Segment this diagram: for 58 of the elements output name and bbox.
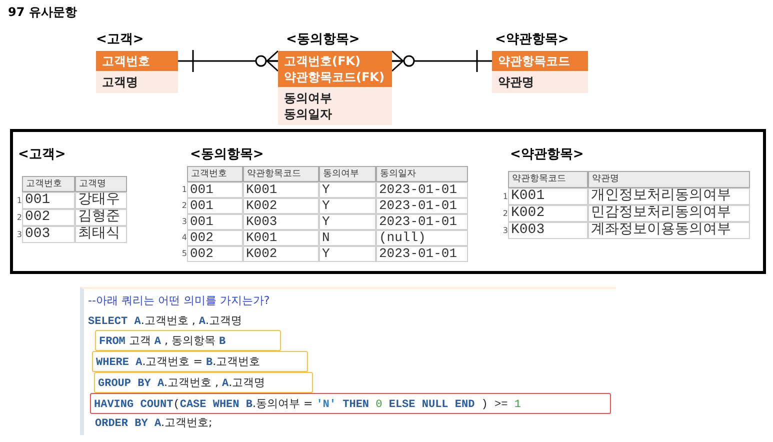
table-cell: 002 [187, 230, 243, 246]
table-cell: K003 [508, 222, 588, 239]
table-cell: K001 [243, 230, 319, 246]
table-cell: 개인정보처리동의여부 [588, 188, 750, 205]
table-cell: 2023-01-01 [376, 198, 468, 214]
key-attribute-cell: 고객번호 [96, 51, 178, 71]
attribute-cell: 동의여부 동의일자 [278, 87, 392, 125]
header-cell: 약관항목코드 [243, 166, 319, 182]
table-cell: K002 [243, 198, 319, 214]
table-cell: K002 [508, 205, 588, 222]
header-cell: 고객번호 [22, 176, 75, 192]
relationship-line [391, 49, 492, 73]
header-cell: 고객명 [75, 176, 127, 192]
code-comment: --아래 쿼리는 어떤 의미를 가지는가? [88, 293, 270, 308]
table-cell: 민감정보처리동의여부 [588, 205, 750, 222]
table-cell: Y [319, 214, 376, 230]
table-cell: (null) [376, 230, 468, 246]
table-heading: <동의항목> [190, 146, 264, 163]
key-attribute-cell: 고객번호(FK) 약관항목코드(FK) [278, 51, 392, 87]
table-cell: 2023-01-01 [376, 182, 468, 198]
code-line: SELECT A.고객번호 , A.고객명 [88, 313, 242, 330]
header-cell: 동의일자 [376, 166, 468, 182]
table-cell: 001 [187, 198, 243, 214]
header-cell: 고객번호 [187, 166, 243, 182]
table-cell: 001 [22, 192, 75, 209]
table-cell: 김형준 [75, 209, 127, 226]
table-cell: Y [319, 182, 376, 198]
table-cell: 002 [22, 209, 75, 226]
table-cell: 2023-01-01 [376, 214, 468, 230]
table-cell: K001 [508, 188, 588, 205]
table-cell: Y [319, 198, 376, 214]
table-cell: Y [319, 246, 376, 262]
entity-heading: <약관항목> [494, 31, 570, 49]
table-cell: 계좌정보이용동의여부 [588, 222, 750, 239]
entity-heading: <동의항목> [285, 31, 361, 49]
code-line: ORDER BY A.고객번호; [95, 415, 212, 432]
table-cell: N [319, 230, 376, 246]
table-cell: 001 [187, 182, 243, 198]
table-heading: <고객> [18, 146, 66, 163]
table-cell: K001 [243, 182, 319, 198]
table-cell: K002 [243, 246, 319, 262]
header-cell: 동의여부 [319, 166, 376, 182]
key-attribute-cell: 약관항목코드 [492, 51, 588, 71]
title: 97 유사문항 [8, 4, 77, 21]
entity-heading: <고객> [96, 31, 145, 49]
relationship-line [178, 49, 279, 73]
table-cell: 003 [22, 226, 75, 243]
table-cell: K003 [243, 214, 319, 230]
header-cell: 약관명 [588, 171, 750, 188]
table-cell: 강태우 [75, 192, 127, 209]
table-cell: 001 [187, 214, 243, 230]
table-heading: <약관항목> [510, 146, 584, 163]
table-cell: 최태식 [75, 226, 127, 243]
table-cell: 2023-01-01 [376, 246, 468, 262]
table-cell: 002 [187, 246, 243, 262]
attribute-cell: 약관명 [492, 71, 588, 93]
attribute-cell: 고객명 [96, 71, 178, 93]
header-cell: 약관항목코드 [508, 171, 588, 188]
